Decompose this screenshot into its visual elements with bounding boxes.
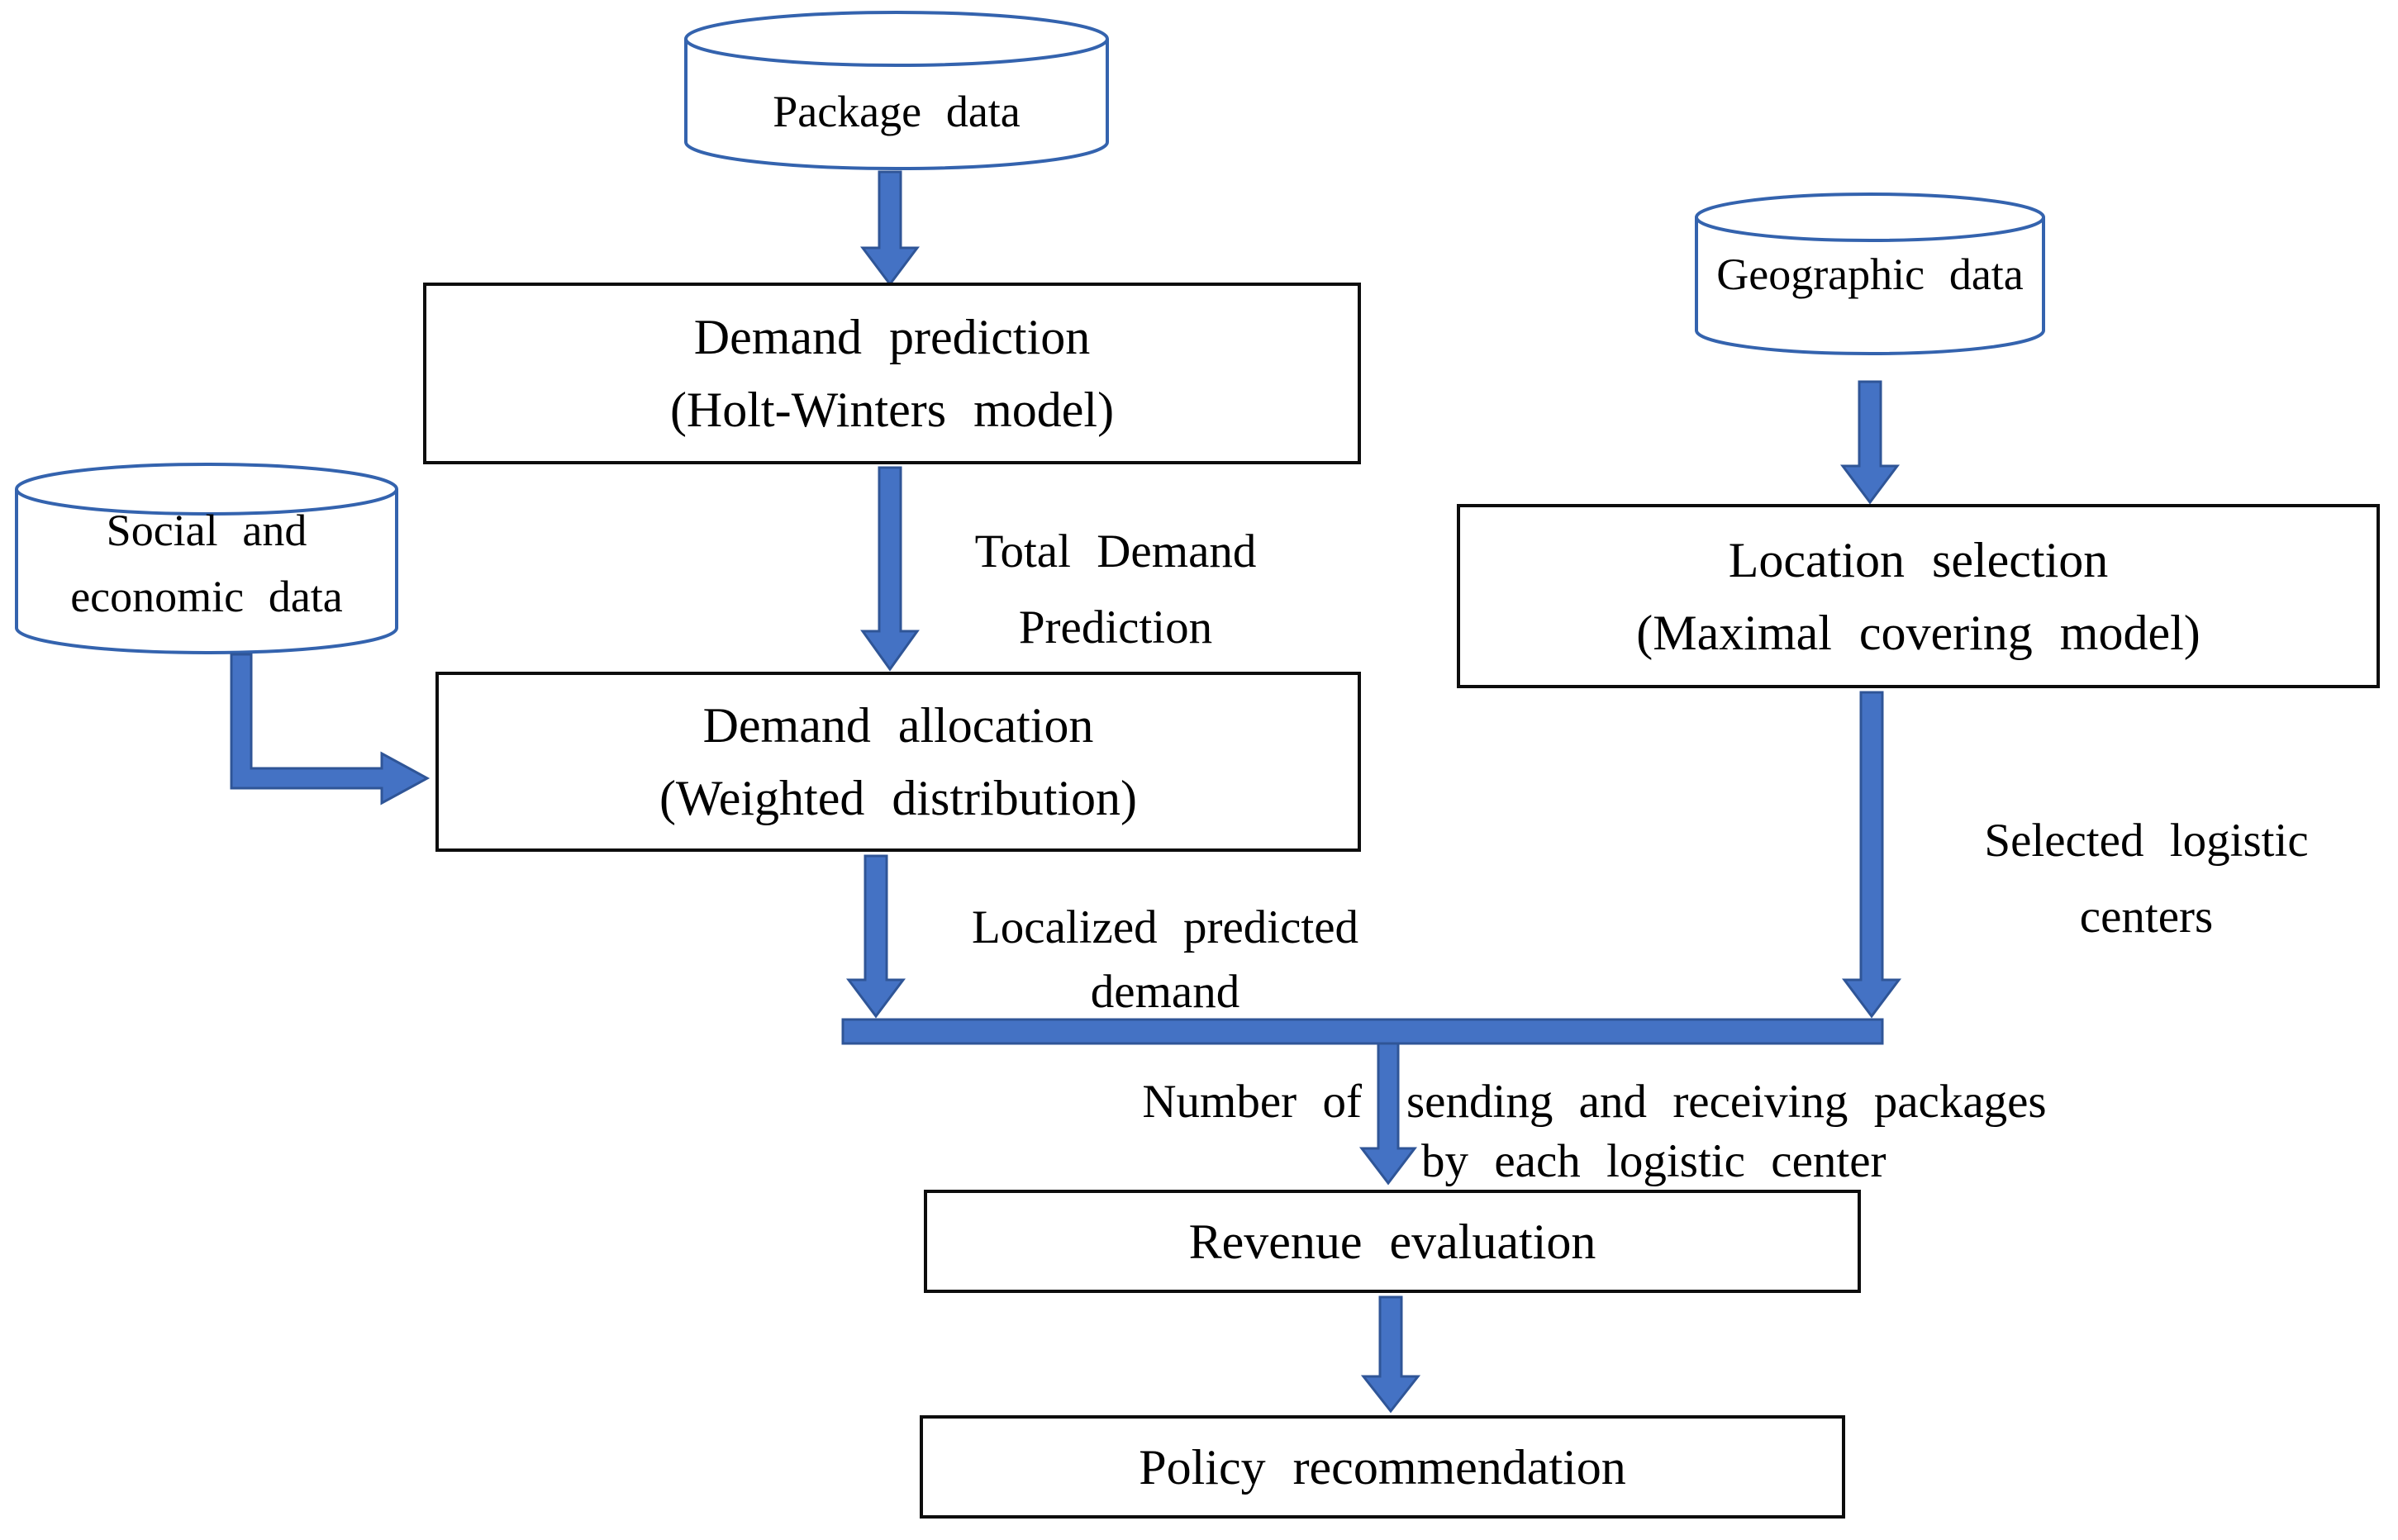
total-demand-line2: Prediction (1018, 601, 1213, 654)
arrow-revenue-to-policy (1360, 1295, 1421, 1414)
location-selection-node: Location selection (Maximal covering mod… (1457, 504, 2380, 688)
social-economic-data-label: Social and economic data (17, 497, 397, 630)
policy-recommendation-node: Policy recommendation (920, 1415, 1845, 1519)
demand-prediction-title: Demand prediction (693, 310, 1091, 364)
revenue-evaluation-node: Revenue evaluation (924, 1190, 1861, 1293)
demand-allocation-title: Demand allocation (702, 698, 1094, 753)
geographic-data-cylinder (1695, 192, 2045, 355)
localized-demand-line1: Localized predicted (971, 901, 1359, 953)
total-demand-prediction-label: Total Demand Prediction (925, 514, 1306, 666)
location-selection-subtitle: (Maximal covering model) (1636, 605, 2201, 660)
elbow-arrow-social-data-to-demand-allocation (230, 653, 431, 806)
location-selection-title: Location selection (1728, 532, 2109, 587)
policy-recommendation-title: Policy recommendation (1139, 1439, 1626, 1495)
social-economic-line1: Social and (106, 506, 307, 555)
social-economic-line2: economic data (70, 572, 343, 621)
package-data-label: Package data (773, 87, 1021, 136)
merge-bar (841, 1018, 1884, 1045)
selected-centers-line2: centers (2079, 891, 2214, 943)
geographic-data-label: Geographic data (1716, 250, 2024, 299)
selected-logistic-centers-label: Selected logistic centers (1909, 803, 2384, 955)
package-data-cylinder (684, 11, 1109, 170)
arrow-location-selection-to-merge-bar (1842, 691, 1901, 1019)
arrow-demand-allocation-to-merge-bar (846, 854, 906, 1019)
demand-allocation-node: Demand allocation (Weighted distribution… (435, 672, 1361, 852)
total-demand-line1: Total Demand (974, 525, 1257, 578)
demand-allocation-subtitle: (Weighted distribution) (659, 771, 1138, 825)
localized-predicted-demand-label: Localized predicted demand (934, 896, 1396, 1024)
packages-count-label-line2: by each logistic center (1421, 1135, 1887, 1187)
arrow-demand-prediction-to-demand-allocation (860, 466, 920, 672)
arrow-merge-bar-to-revenue-evaluation (1358, 1042, 1418, 1186)
packages-count-label-right: sending and receiving packages (1406, 1076, 2047, 1128)
arrow-geographic-to-location-selection (1840, 380, 1900, 505)
selected-centers-line1: Selected logistic (1984, 815, 2309, 867)
demand-prediction-subtitle: (Holt-Winters model) (669, 383, 1115, 437)
revenue-evaluation-title: Revenue evaluation (1188, 1214, 1596, 1269)
arrow-package-to-demand-prediction (860, 170, 920, 287)
packages-count-label-left: Number of (1142, 1076, 1362, 1128)
demand-prediction-node: Demand prediction (Holt-Winters model) (423, 283, 1361, 464)
localized-demand-line2: demand (1090, 966, 1240, 1018)
social-economic-data-cylinder (15, 463, 398, 654)
